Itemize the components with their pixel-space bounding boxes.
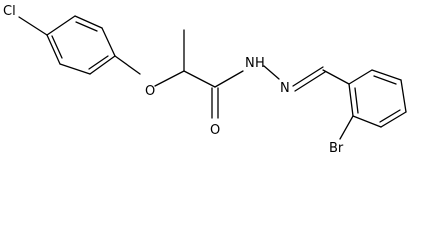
chlorophenyl-ring [46,15,116,75]
carbonyl-oxygen-atom: O [210,123,220,138]
hydrazide-n-atom: N [245,56,255,71]
bond-carbonyl-nh [214,70,244,88]
bond-n-n [263,65,280,80]
bond-o-ch [154,70,185,87]
bond-ch-bromophenyl [322,69,350,85]
ether-oxygen-atom: O [145,84,155,99]
bond-c-cl [18,16,48,36]
chlorine-atom: Cl [3,4,16,19]
bromophenyl-ring [348,69,407,128]
bond-aryl-o [114,55,141,75]
bromine-atom: Br [329,141,344,155]
hydrazide-h-atom: H [255,56,265,71]
imine-double-bond-a [292,66,324,87]
bond-c-br [339,115,354,140]
imine-n-atom: N [280,81,290,96]
imine-double-bond-b [294,71,326,92]
chemical-structure: Cl O O N H N Br [3,4,407,155]
bond-ch-carbonyl [183,70,216,88]
